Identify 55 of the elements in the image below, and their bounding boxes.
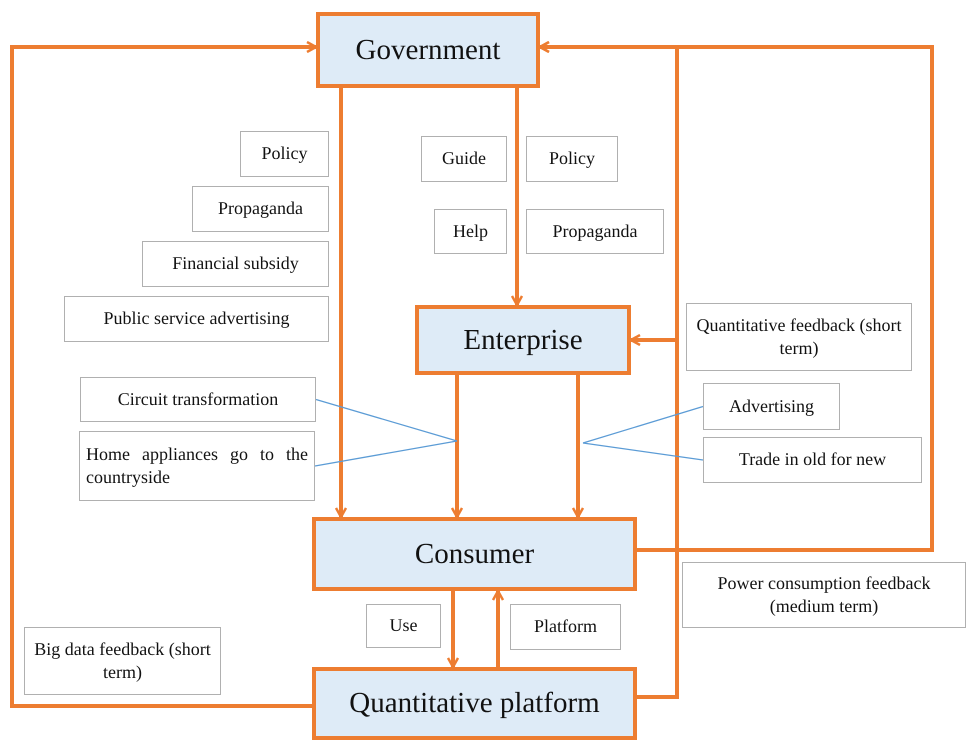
- note-text: Financial subsidy: [172, 252, 299, 276]
- note-box: [80, 377, 316, 422]
- note-box: [79, 431, 315, 501]
- process-box: [316, 12, 540, 88]
- arrow: [572, 375, 584, 518]
- arrow: [10, 40, 318, 708]
- note-text: Propaganda: [218, 197, 303, 220]
- note-text: Power consumption feedback (medium term): [716, 572, 932, 618]
- note-box: [366, 604, 441, 648]
- note-text: Public service advertising: [104, 307, 290, 330]
- leader-line: [582, 406, 704, 444]
- note-box: [64, 296, 329, 342]
- note-text: Circuit transformation: [118, 388, 278, 411]
- note-text: Home appliances go to the countryside: [86, 442, 308, 489]
- arrow: [510, 88, 524, 306]
- note-box: [686, 303, 912, 371]
- note-text: Help: [453, 220, 488, 243]
- leader-line: [582, 442, 704, 461]
- note-box: [526, 136, 618, 182]
- arrow: [450, 375, 464, 518]
- note-box: [526, 209, 664, 254]
- note-text: Quantitative feedback (short term): [696, 314, 902, 360]
- note-text: Trade in old for new: [738, 448, 886, 472]
- process-box: [312, 667, 637, 740]
- arrow: [538, 40, 934, 552]
- note-box: [703, 437, 922, 483]
- arrow: [334, 88, 348, 518]
- note-box: [240, 131, 329, 177]
- box-title: Enterprise: [463, 324, 583, 356]
- box-title: Government: [356, 34, 500, 66]
- leader-line: [316, 398, 458, 442]
- note-text: Big data feedback (short term): [33, 638, 212, 684]
- note-box: [142, 241, 329, 287]
- arrow: [446, 591, 460, 668]
- note-box: [682, 562, 966, 628]
- note-text: Policy: [261, 142, 308, 166]
- note-box: [421, 136, 507, 182]
- box-title: Consumer: [414, 538, 534, 570]
- process-box: [312, 517, 637, 591]
- process-box: [415, 305, 631, 375]
- note-box: [703, 383, 840, 430]
- note-text: Platform: [534, 615, 597, 638]
- note-text: Advertising: [729, 394, 814, 418]
- box-title: Quantitative platform: [349, 687, 600, 720]
- note-text: Propaganda: [552, 220, 638, 243]
- note-text: Use: [390, 614, 418, 638]
- note-box: [434, 209, 507, 254]
- note-text: Policy: [548, 147, 595, 170]
- leader-line: [314, 440, 458, 467]
- note-box: [24, 627, 221, 695]
- note-text: Guide: [442, 147, 486, 170]
- arrow: [630, 334, 679, 699]
- note-box: [192, 186, 329, 232]
- arrow: [492, 590, 504, 667]
- note-box: [510, 604, 621, 650]
